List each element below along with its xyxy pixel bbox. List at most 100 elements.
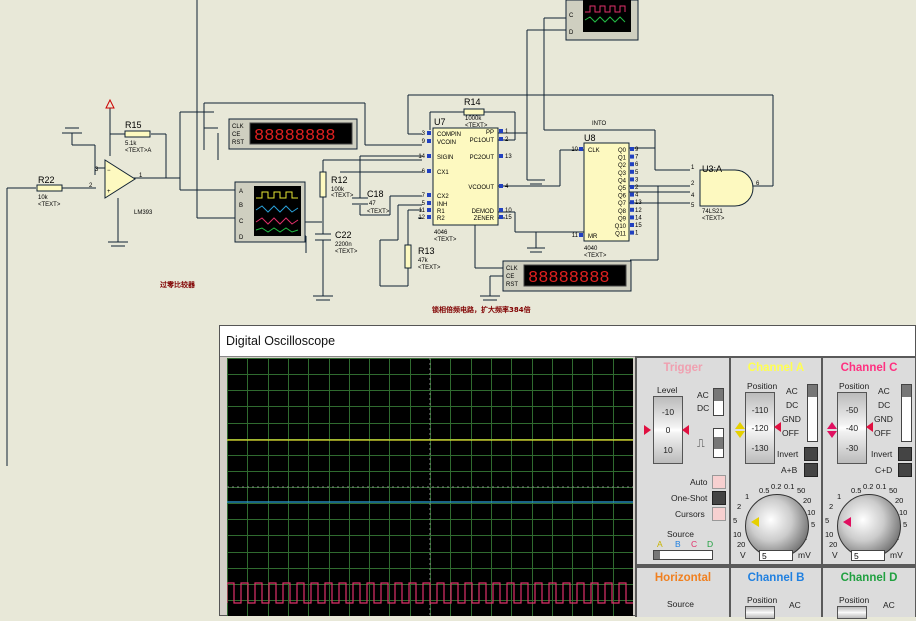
trigger-source-b[interactable]: B (675, 539, 681, 549)
channel-c-invert-button[interactable] (898, 447, 912, 461)
u7-pin-node-11[interactable] (427, 208, 431, 212)
trigger-source-slider[interactable] (653, 550, 713, 560)
mini-scope-2[interactable]: C D (565, 0, 639, 41)
oscilloscope-titlebar[interactable]: Digital Oscilloscope (220, 326, 915, 357)
u8-pin-node-15[interactable] (630, 223, 634, 227)
mini-scope-1[interactable]: A B C D (234, 181, 306, 243)
r22-resistor[interactable] (36, 184, 63, 192)
channel-a-dial-label: 5 (733, 516, 738, 525)
c22-capacitor[interactable] (315, 233, 331, 241)
channel-b-position-drum[interactable] (745, 606, 775, 619)
trigger-source-c[interactable]: C (691, 539, 698, 549)
channel-a-dial-label: 0.5 (759, 486, 770, 495)
u7-pin-pc2out: PC2OUT (470, 155, 495, 161)
channel-a-dial-label: 1 (745, 492, 750, 501)
u7-pin-node-1[interactable] (499, 129, 503, 133)
u7-pin-node-12[interactable] (427, 215, 431, 219)
u3-ref: U3:A (702, 164, 722, 174)
u7-pin-node-7[interactable] (427, 193, 431, 197)
counter-display-2[interactable]: 88888888 CLK CE RST (502, 260, 632, 292)
u8-pin-q11: Q11 (615, 232, 627, 238)
channel-a-math-button[interactable] (804, 463, 818, 477)
trigger-level-tick-2: 0 (665, 425, 671, 435)
u8-pin-num-1: 1 (635, 231, 639, 237)
u8-pin-node-3[interactable] (630, 177, 634, 182)
u7-pin-node-14[interactable] (427, 154, 431, 158)
u8-pin-q9: Q9 (618, 216, 627, 222)
trigger-level-drum[interactable]: -10 0 10 (653, 396, 683, 464)
u8-pin-q5: Q5 (618, 186, 627, 192)
u7-pin-node-4[interactable] (499, 184, 503, 188)
trigger-auto-button[interactable] (712, 475, 726, 489)
channel-a-volts-input[interactable]: 5 (759, 550, 793, 561)
channel-c-coupling-switch[interactable] (901, 384, 912, 442)
trigger-oneshot-button[interactable] (712, 491, 726, 505)
oscilloscope-window[interactable]: Digital Oscilloscope Trigger Level -10 0… (219, 325, 916, 619)
r12-resistor[interactable] (319, 171, 327, 198)
u8-pin-num-6: 6 (635, 162, 639, 168)
channel-a-up-arrow-icon (735, 422, 745, 429)
channel-a-dial-label: 5 (811, 520, 816, 529)
u8-pin-node-1[interactable] (630, 230, 634, 235)
u3-and-gate[interactable]: U3:A 74LS21 <TEXT> 1 2 4 5 6 (691, 164, 760, 222)
u7-pin-node-9[interactable] (427, 139, 431, 143)
trigger-ac-label: AC (697, 390, 709, 400)
u8-pin-num-11: 11 (572, 233, 579, 239)
r14-resistor[interactable] (463, 108, 485, 116)
trigger-edge-switch[interactable] (713, 428, 724, 458)
channel-a-coupling-switch[interactable] (807, 384, 818, 442)
channel-a-position-drum[interactable]: -110 -120 -130 (745, 392, 775, 464)
r13-resistor[interactable] (404, 244, 412, 269)
channel-c-volts-input[interactable]: 5 (851, 550, 885, 561)
channel-a-off: OFF (782, 428, 799, 438)
u7-pin-cx2: CX2 (437, 194, 449, 200)
u7-pin-node-10[interactable] (499, 208, 503, 212)
c18-capacitor[interactable] (352, 197, 368, 205)
channel-d-position-drum[interactable] (837, 606, 867, 619)
u8-pin-node-6[interactable] (630, 162, 634, 167)
u7-chip[interactable]: U7 4046 <TEXT> COMPIN3VCOIN9SIGIN14CX16C… (418, 117, 512, 243)
u8-pin-mr: MR (588, 234, 598, 240)
u8-pin-node-12[interactable] (630, 207, 634, 212)
channel-a-math-label: A+B (781, 465, 798, 475)
u8-pin-node-5[interactable] (630, 169, 634, 174)
u8-pin-node-11[interactable] (579, 233, 583, 237)
counter-display-1[interactable]: 88888888 CLK CE RST (228, 118, 358, 150)
u7-pin-node-13[interactable] (499, 154, 503, 158)
channel-c-position-drum[interactable]: -50 -40 -30 (837, 392, 867, 464)
channel-a-header: Channel A (731, 358, 821, 378)
u8-pin-node-4[interactable] (630, 192, 634, 197)
u8-pin-node-9[interactable] (630, 147, 634, 151)
u8-pin-node-13[interactable] (630, 200, 634, 205)
u8-pin-node-14[interactable] (630, 215, 634, 220)
channel-c-dial-label: 20 (895, 496, 904, 505)
u8-pin-node-10[interactable] (579, 147, 583, 151)
r15-resistor[interactable] (124, 130, 151, 138)
oscilloscope-screen[interactable] (226, 358, 634, 617)
u7-pin-node-3[interactable] (427, 131, 431, 135)
trigger-cursors-button[interactable] (712, 507, 726, 521)
channel-d-panel: Channel D Position AC (823, 568, 915, 619)
trigger-level-arrow-right-icon (682, 425, 689, 435)
u8-pin-node-7[interactable] (630, 154, 634, 159)
u8-ref: U8 (584, 133, 596, 143)
u7-pin-node-15[interactable] (499, 215, 503, 219)
channel-c-math-button[interactable] (898, 463, 912, 477)
u7-pin-node-5[interactable] (427, 201, 431, 205)
trigger-coupling-switch[interactable] (713, 388, 724, 416)
trigger-source-a[interactable]: A (657, 539, 663, 549)
trigger-source-d[interactable]: D (707, 539, 714, 549)
u8-pin-node-2[interactable] (630, 185, 634, 189)
channel-a-dial-label: 20 (737, 540, 746, 549)
channel-b-panel: Channel B Position AC (731, 568, 821, 619)
u8-pin-q6: Q6 (618, 194, 627, 200)
u7-pin-node-6[interactable] (427, 169, 431, 173)
channel-a-invert-button[interactable] (804, 447, 818, 461)
channel-a-ac: AC (786, 386, 798, 396)
channel-a-dc: DC (786, 400, 799, 410)
u7-pin-node-2[interactable] (499, 137, 503, 141)
u2-part: LM393 (134, 210, 153, 216)
u8-pin-q0: Q0 (618, 148, 627, 154)
